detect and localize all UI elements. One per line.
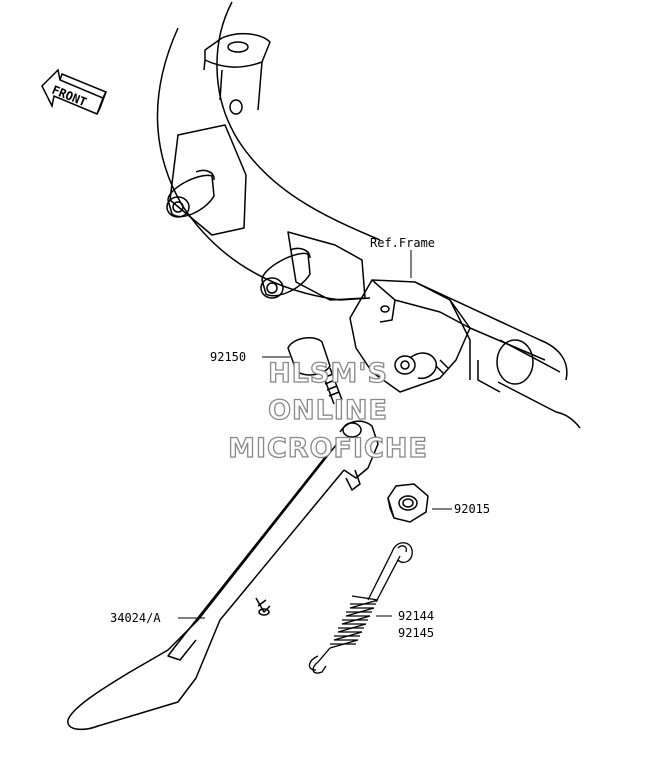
92015-label: 92015 [454,502,490,516]
watermark: HLSM'S ONLINE MICROFICHE [227,357,428,464]
frame-drawing [156,1,581,429]
92144-label: 92144 [398,609,434,623]
92150-label: 92150 [210,350,246,364]
watermark-line-3: MICROFICHE [228,433,428,464]
spring [308,542,413,674]
nut-92015 [387,483,429,523]
ref-frame-label: Ref.Frame [370,236,435,250]
bolt-92150 [287,336,343,405]
front-arrow-icon: FRONT [41,68,108,115]
34024a-label: 34024/A [110,611,161,625]
92145-label: 92145 [398,626,434,640]
watermark-line-2: ONLINE [268,395,388,426]
side-stand [67,420,379,731]
watermark-line-1: HLSM'S [268,358,388,389]
